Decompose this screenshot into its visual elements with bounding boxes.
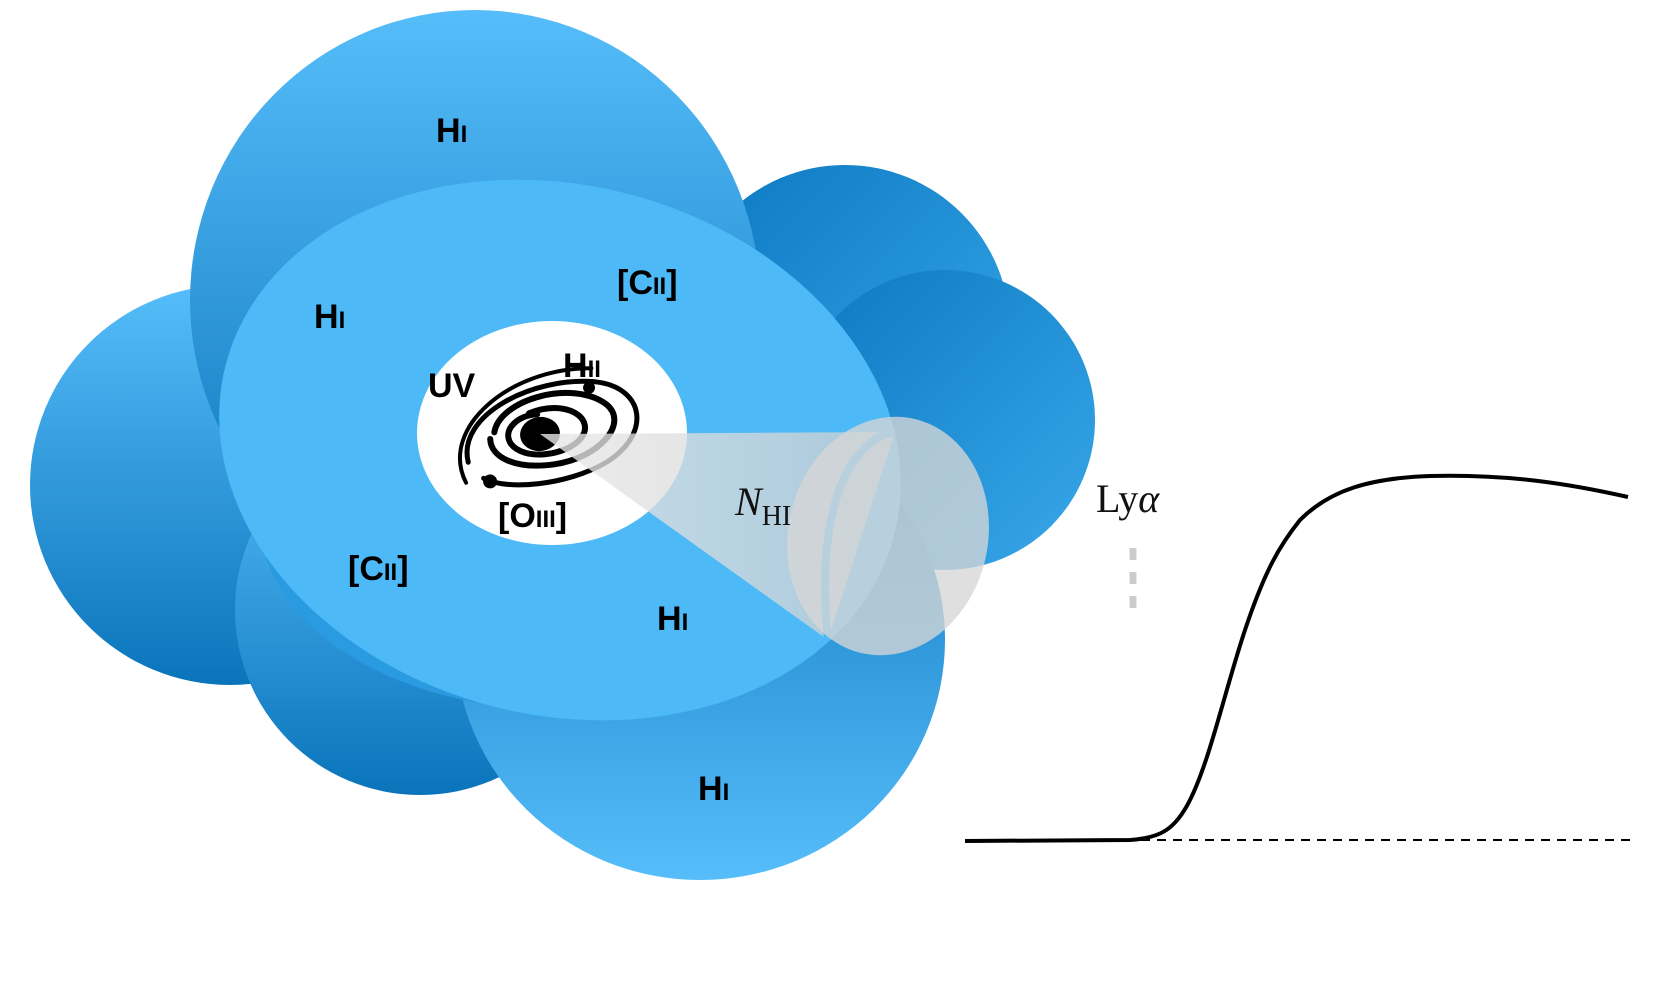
- label-lya: Lyα: [1096, 476, 1160, 521]
- cone-aperture: [787, 416, 989, 656]
- label-cii-bottom: [CII]: [348, 550, 409, 588]
- label-uv: UV: [428, 367, 476, 405]
- label-hi-bottom: HI: [698, 770, 729, 808]
- sightline-cone: [540, 416, 989, 656]
- spectrum: [964, 473, 1630, 843]
- label-oiii: [OIII]: [498, 497, 567, 535]
- label-hii: HII: [563, 347, 601, 385]
- absorption-profile-curve: [964, 473, 1629, 843]
- label-hi-left: HI: [314, 298, 345, 336]
- spiral-galaxy-icon: [458, 366, 640, 489]
- label-cii-top: [CII]: [617, 264, 678, 302]
- label-hi-top: HI: [436, 112, 467, 150]
- label-hi-center: HI: [657, 600, 688, 638]
- label-column-density: NHI: [734, 479, 791, 532]
